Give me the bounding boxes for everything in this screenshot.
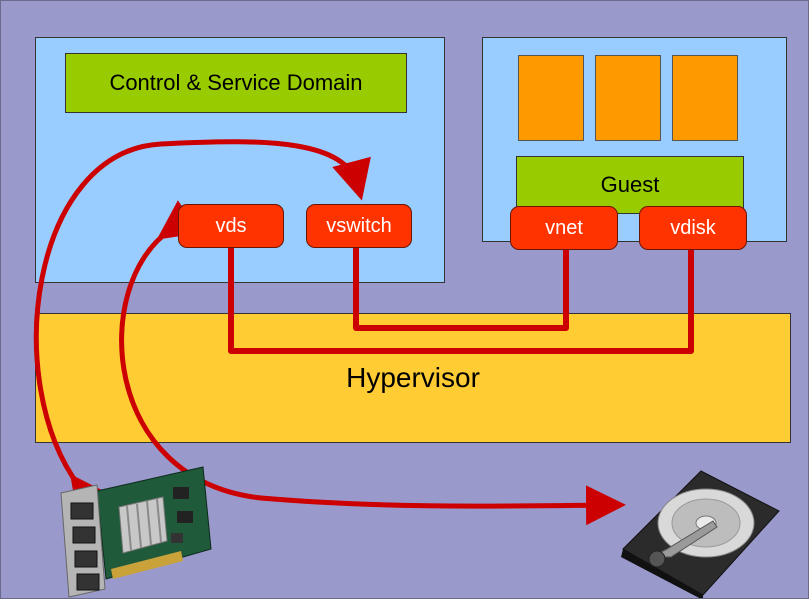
- vdisk-device: vdisk: [639, 206, 747, 250]
- vds-device: vds: [178, 204, 284, 248]
- guest-cpu-block: [595, 55, 661, 141]
- guest-cpu-block: [518, 55, 584, 141]
- hypervisor-layer: Hypervisor: [35, 313, 791, 443]
- guest-title: Guest: [516, 156, 744, 214]
- guest-cpu-block: [672, 55, 738, 141]
- control-domain-title: Control & Service Domain: [65, 53, 407, 113]
- vnet-device: vnet: [510, 206, 618, 250]
- vswitch-device: vswitch: [306, 204, 412, 248]
